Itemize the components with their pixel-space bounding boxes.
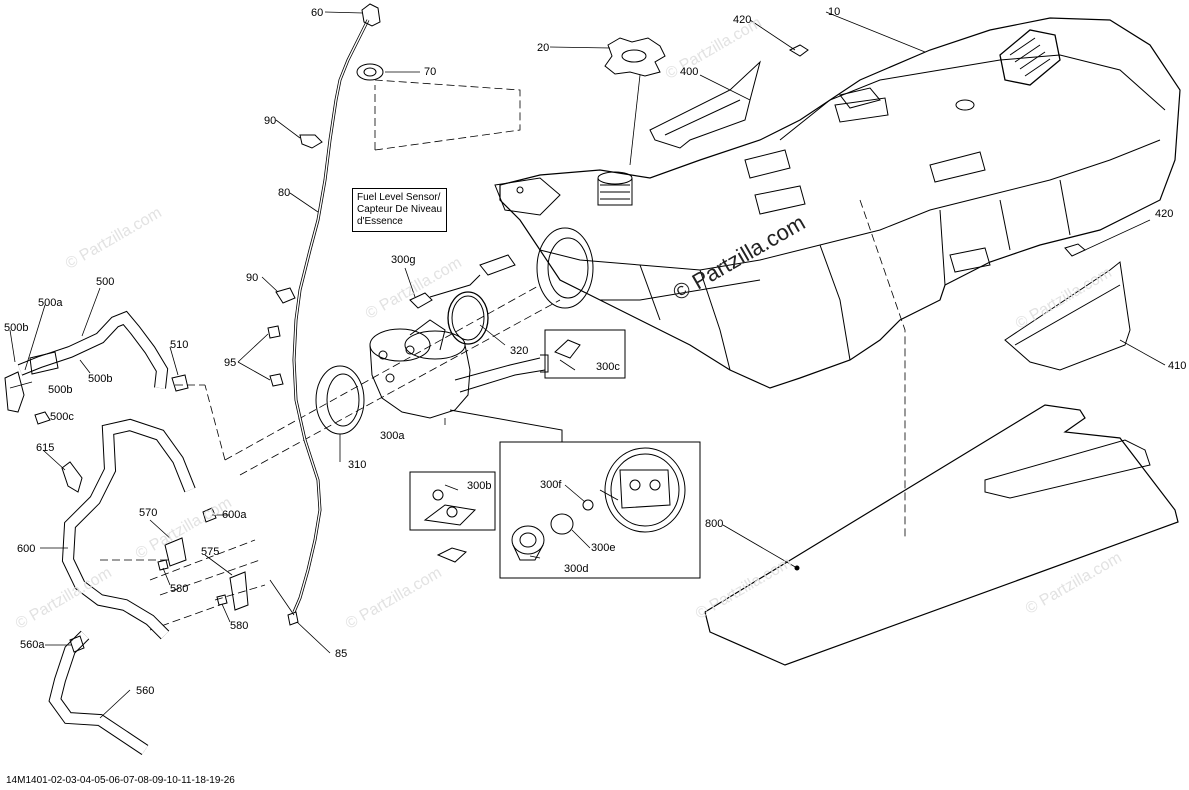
callout-95: 95	[224, 357, 237, 369]
clamp-560a	[69, 635, 85, 653]
screw-580-a	[157, 559, 169, 571]
callout-615: 615	[36, 442, 55, 454]
callout-500c: 500c	[50, 411, 74, 423]
callout-500: 500	[96, 276, 115, 288]
callout-580-a: 580	[170, 583, 189, 595]
vent-hose-80	[292, 19, 370, 613]
heat-shield-400	[649, 60, 761, 149]
fuel-pump-300a	[369, 319, 549, 419]
bracket-575	[229, 571, 249, 611]
hose-600	[61, 418, 196, 640]
callout-300b: 300b	[467, 480, 492, 492]
sensor-label-line1: Fuel Level Sensor/	[357, 192, 441, 203]
foam-pad-800	[704, 404, 1179, 666]
clamp-600a	[202, 507, 217, 523]
hose-500	[4, 310, 169, 413]
detail-box-pump-internals	[499, 441, 701, 579]
callout-300e: 300e	[591, 542, 616, 554]
callout-500b-2: 500b	[88, 373, 113, 385]
callout-420-right: 420	[1155, 208, 1174, 220]
sensor-label-line2: Capteur De Niveau	[357, 204, 443, 215]
callout-500a: 500a	[38, 297, 63, 309]
clamp-500c	[34, 411, 51, 425]
callout-60: 60	[311, 7, 324, 19]
fuel-tank	[494, 17, 1181, 389]
callout-580-b: 580	[230, 620, 249, 632]
callout-570: 570	[139, 507, 158, 519]
fuel-level-sensor-label-box: Fuel Level Sensor/ Capteur De Niveau d'E…	[352, 188, 448, 232]
o-ring-300f	[582, 499, 594, 511]
grommet-420-top	[788, 44, 809, 57]
callout-20: 20	[537, 42, 550, 54]
fuel-cap	[604, 37, 666, 77]
heat-shield-410	[1004, 261, 1131, 371]
grommet-420-right	[1064, 243, 1086, 257]
callout-10: 10	[828, 6, 841, 18]
callout-575: 575	[201, 546, 220, 558]
clip-85	[287, 611, 299, 626]
strap-615	[61, 461, 83, 493]
o-ring-300e	[550, 513, 574, 535]
bracket-570	[164, 537, 187, 567]
callout-410: 410	[1168, 360, 1187, 372]
callout-400: 400	[680, 66, 699, 78]
o-ring-320	[447, 291, 489, 345]
lock-ring-310	[315, 365, 365, 435]
seal-300b-piece	[436, 547, 468, 563]
screw-580-b	[216, 594, 228, 606]
callout-320: 320	[510, 345, 529, 357]
callout-560: 560	[136, 685, 155, 697]
diagram-code: 14M1401-02-03-04-05-06-07-08-09-10-11-18…	[6, 775, 235, 786]
callout-510: 510	[170, 339, 189, 351]
callout-80: 80	[278, 187, 291, 199]
callout-500b-3: 500b	[48, 384, 73, 396]
valve-60	[361, 3, 381, 27]
callout-420-top: 420	[733, 14, 752, 26]
nut-510	[171, 374, 189, 392]
callout-560a: 560a	[20, 639, 45, 651]
sensor-label-line3: d'Essence	[357, 216, 403, 227]
callout-90-mid: 90	[246, 272, 259, 284]
fuel-level-sensor-300g	[409, 254, 516, 309]
detail-box-300b	[409, 471, 496, 531]
filter-300d	[511, 525, 545, 561]
callout-85: 85	[335, 648, 348, 660]
callout-300d: 300d	[564, 563, 589, 575]
callout-90-top: 90	[264, 115, 277, 127]
callout-500b-1: 500b	[4, 322, 29, 334]
callout-300a: 300a	[380, 430, 405, 442]
callout-600: 600	[17, 543, 36, 555]
clip-95-lower	[269, 373, 284, 387]
callout-70: 70	[424, 66, 437, 78]
callout-300g: 300g	[391, 254, 416, 266]
detail-box-300c	[544, 329, 626, 379]
clip-90-mid	[275, 287, 296, 304]
clip-95-upper	[267, 325, 281, 339]
hose-560	[48, 630, 149, 755]
callout-310: 310	[348, 459, 367, 471]
callout-300c: 300c	[596, 361, 620, 373]
callout-600a: 600a	[222, 509, 247, 521]
callout-800: 800	[705, 518, 724, 530]
pump-module-detail	[599, 447, 686, 533]
callout-300f: 300f	[540, 479, 562, 491]
clip-90-top	[299, 134, 323, 149]
grommet-70	[356, 63, 384, 81]
